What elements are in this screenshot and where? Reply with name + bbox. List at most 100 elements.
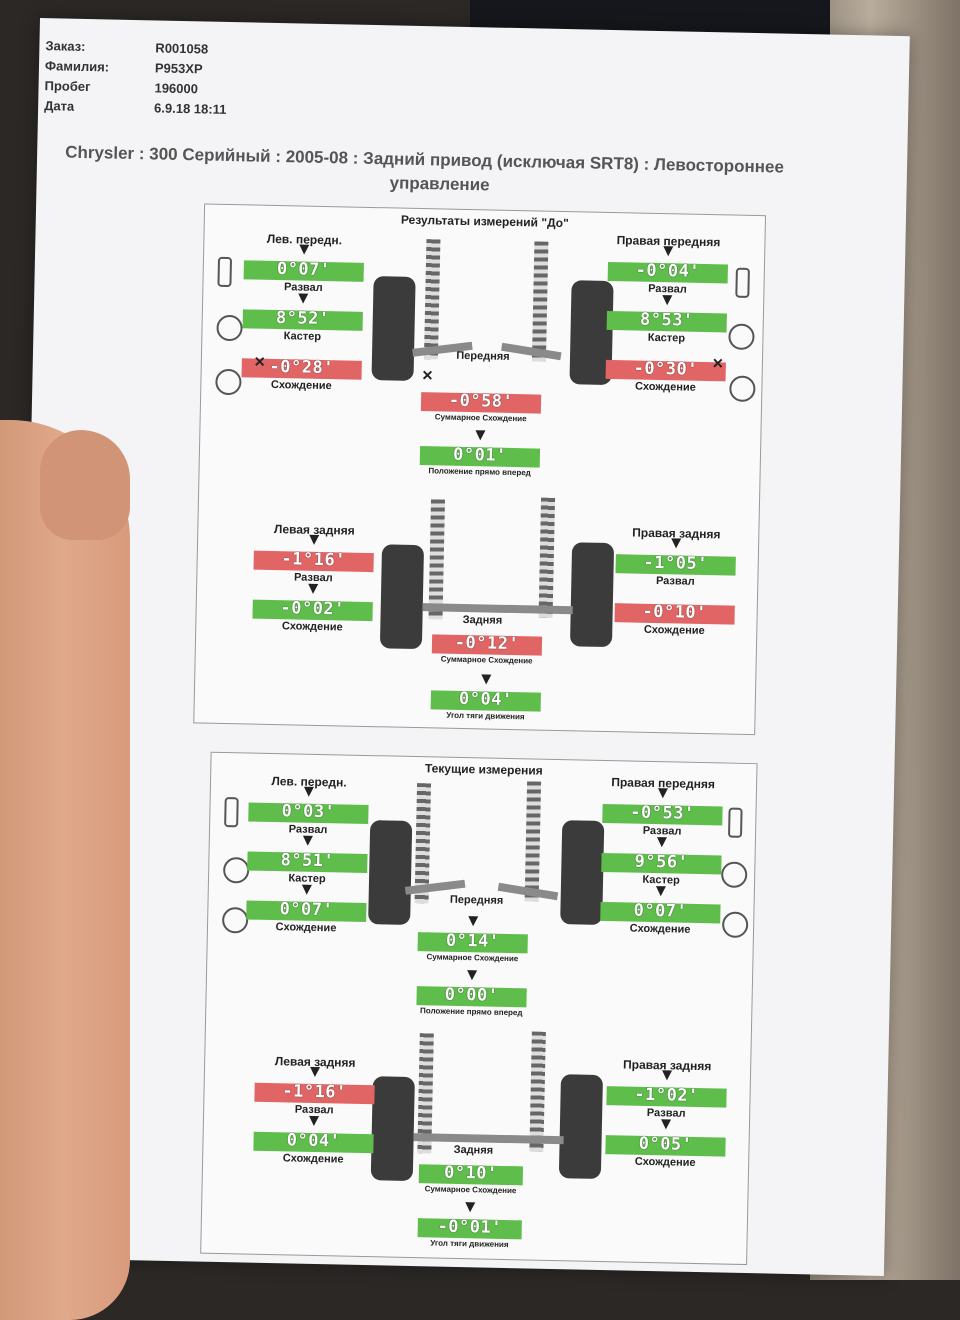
current-front-total-group: 0°14' Суммарное Схождение — [417, 917, 528, 963]
current-thrust-group: -0°01' Угол тяги движения — [417, 1207, 522, 1249]
date-label: Дата — [44, 98, 154, 120]
front-right-tire — [560, 820, 604, 925]
mileage-label: Пробег — [44, 78, 154, 100]
current-rf-toe: 0°07' — [600, 900, 720, 923]
arrow-down-icon — [467, 970, 477, 980]
arrow-down-icon — [657, 837, 667, 847]
current-rr-camber-gauge: -1°02' — [606, 1081, 726, 1108]
rear-right-tire — [570, 542, 614, 647]
arrow-down-icon — [481, 674, 491, 684]
caster-icon — [223, 857, 250, 884]
current-front-label: Передняя — [427, 893, 527, 907]
caster-icon — [216, 315, 243, 342]
current-rr-group: Правая задняя -1°02' Развал 0°05' Схожде… — [605, 1057, 727, 1169]
before-rf-toe-gauge: -0°30' — [606, 355, 726, 382]
before-title: Результаты измерений "До" — [205, 208, 765, 234]
current-front-total-cap: Суммарное Схождение — [417, 952, 527, 963]
current-lf-camber: 0°03' — [248, 801, 368, 824]
before-rr-camber-cap: Развал — [615, 574, 735, 589]
current-lr-toe-gauge: 0°04' — [253, 1127, 373, 1154]
before-rr-group: Правая задняя -1°05' Развал -0°10' Схожд… — [614, 525, 736, 637]
current-rear-total-group: 0°10' Суммарное Схождение — [418, 1159, 523, 1195]
before-front-total-cap: Суммарное Схождение — [421, 412, 541, 424]
before-lr-toe: -0°02' — [252, 598, 372, 621]
before-rf-toe: -0°30' — [606, 358, 726, 381]
current-rf-caster-gauge: 9°56' — [601, 848, 721, 875]
arrow-down-icon — [468, 916, 478, 926]
arrow-down-icon — [661, 1119, 671, 1129]
toe-icon — [729, 376, 756, 403]
before-rr-camber: -1°05' — [616, 552, 736, 575]
current-steer-cap: Положение прямо вперед — [416, 1006, 526, 1017]
arrow-down-icon — [303, 836, 313, 846]
surname-label: Фамилия: — [45, 58, 155, 80]
out-of-range-x-icon: ✕ — [712, 355, 724, 372]
rear-left-strut — [428, 499, 445, 619]
arrow-down-icon — [302, 885, 312, 895]
current-steer-group: 0°00' Положение прямо вперед — [416, 971, 527, 1017]
toe-icon — [222, 907, 249, 934]
front-left-strut — [424, 239, 441, 359]
holding-hand — [0, 420, 130, 1320]
rear-right-strut — [539, 498, 556, 618]
mileage-value: 196000 — [154, 80, 198, 101]
before-rf-toe-cap: Схождение — [605, 380, 725, 395]
current-rear-total-gauge: 0°10' — [419, 1159, 523, 1185]
current-lr-toe-cap: Схождение — [253, 1152, 373, 1167]
arrow-down-icon — [308, 584, 318, 594]
toe-icon — [215, 369, 242, 396]
current-lf-toe-cap: Схождение — [246, 921, 366, 936]
front-right-strut — [525, 781, 542, 901]
before-rr-toe-gauge: -0°10' — [614, 598, 734, 625]
arrow-down-icon — [465, 1202, 475, 1212]
order-value: R001058 — [155, 40, 208, 61]
out-of-range-x-icon: ✕ — [421, 367, 433, 384]
rear-left-tire — [371, 1076, 415, 1181]
before-rear-total-group: -0°12' Суммарное Схождение — [432, 629, 543, 665]
current-rf-camber-gauge: -0°53' — [602, 799, 722, 826]
before-rr-toe: -0°10' — [614, 601, 734, 624]
before-rf-caster-gauge: 8°53' — [607, 306, 727, 333]
current-lf-caster-gauge: 8°51' — [247, 847, 367, 874]
current-rr-camber: -1°02' — [606, 1084, 726, 1107]
front-right-strut — [532, 241, 549, 361]
arrow-down-icon — [658, 788, 668, 798]
current-steer: 0°00' — [416, 984, 526, 1006]
before-front-total: -0°58' — [421, 390, 541, 413]
arrow-down-icon — [304, 787, 314, 797]
before-rf-camber: -0°04' — [608, 260, 728, 283]
before-lr-toe-cap: Схождение — [252, 620, 372, 635]
current-lf-caster: 8°51' — [247, 850, 367, 873]
surname-value: Р953ХР — [155, 60, 203, 81]
before-lf-toe-cap: Схождение — [241, 378, 361, 393]
camber-icon — [728, 808, 743, 838]
current-rr-toe: 0°05' — [605, 1133, 725, 1156]
before-front-total-gauge: -0°58' — [421, 387, 541, 414]
arrow-down-icon — [662, 1070, 672, 1080]
current-rr-toe-gauge: 0°05' — [605, 1130, 725, 1157]
before-lr-group: Левая задняя -1°16' Развал -0°02' Схожде… — [252, 522, 374, 634]
current-lf-camber-gauge: 0°03' — [248, 798, 368, 825]
before-rear-total-gauge: -0°12' — [432, 629, 542, 655]
before-measurements-panel: Результаты измерений "До" Передняя Лев. … — [193, 203, 766, 735]
current-front-total: 0°14' — [418, 930, 528, 952]
camber-icon — [217, 257, 232, 287]
rear-right-tire — [559, 1074, 603, 1179]
before-thrust-gauge: 0°04' — [431, 685, 541, 711]
arrow-down-icon — [298, 293, 308, 303]
arrow-down-icon — [310, 1067, 320, 1077]
rear-right-strut — [529, 1032, 546, 1152]
arrow-down-icon — [475, 430, 485, 440]
before-lr-camber: -1°16' — [254, 549, 374, 572]
arrow-down-icon — [656, 886, 666, 896]
before-front-label: Передняя — [428, 349, 538, 363]
before-rf-group: Правая передняя -0°04' Развал 8°53' Каст… — [605, 233, 728, 394]
before-lf-caster-cap: Кастер — [242, 329, 362, 344]
current-lf-group: Лев. передн. 0°03' Развал 8°51' Кастер 0… — [246, 774, 369, 935]
current-rr-toe-cap: Схождение — [605, 1155, 725, 1170]
arrow-down-icon — [299, 244, 309, 254]
caster-icon — [728, 323, 755, 350]
before-steer: 0°01' — [420, 444, 540, 467]
current-lr-camber: -1°16' — [254, 1081, 374, 1104]
